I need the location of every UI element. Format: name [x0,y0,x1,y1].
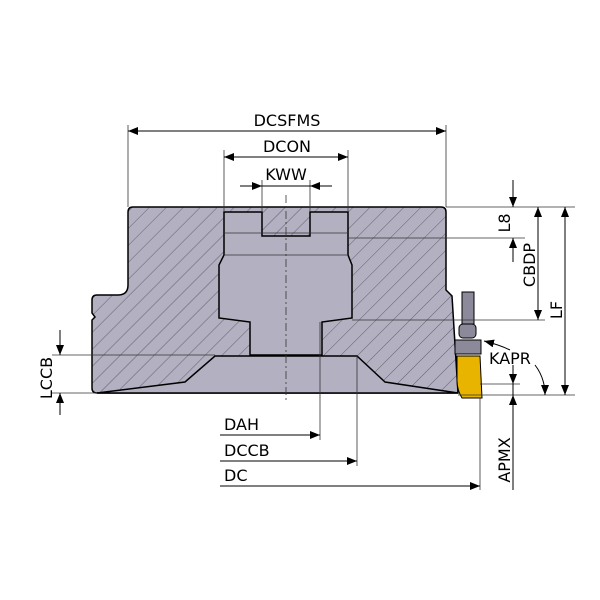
insert [456,355,483,399]
label-dccb: DCCB [224,441,270,460]
label-dc: DC [224,466,248,485]
bore [218,211,353,356]
dimension-lines [56,127,569,490]
label-dcon: DCON [263,137,311,156]
label-apmx: APMX [495,437,514,482]
label-cbdp: CBDP [520,243,539,287]
label-l8: L8 [495,213,514,232]
label-kww: KWW [265,165,307,184]
extension-lines [52,125,575,490]
label-dcsfms: DCSFMS [254,111,321,130]
screw-head [458,323,477,339]
clamp [454,339,482,355]
label-kapr: KAPR [489,349,531,368]
label-lccb: LCCB [37,357,56,399]
label-dah: DAH [224,415,259,434]
label-lf: LF [547,301,566,319]
screw [461,291,475,325]
